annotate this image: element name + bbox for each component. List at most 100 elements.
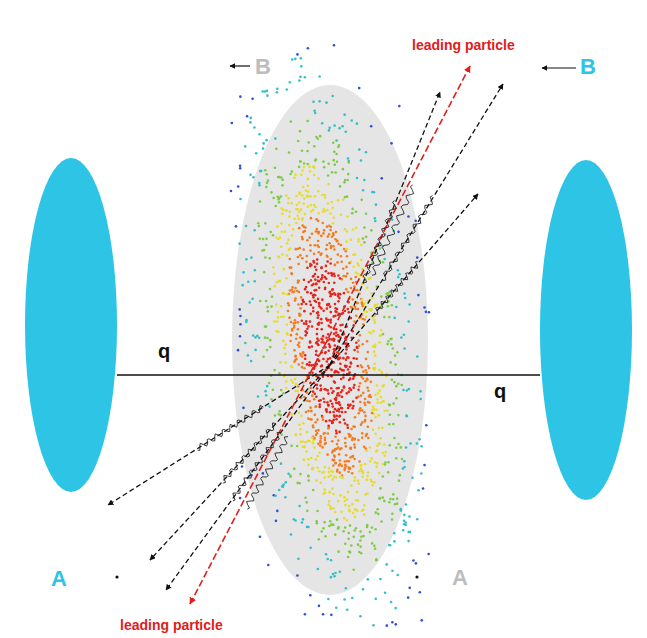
particle-dot <box>280 195 283 198</box>
particle-dot <box>358 87 361 90</box>
particle-dot <box>380 177 383 180</box>
particle-dot <box>298 201 301 204</box>
particle-dot <box>239 164 242 167</box>
particle-dot <box>347 466 350 469</box>
particle-dot <box>374 346 377 349</box>
particle-dot <box>338 127 341 130</box>
label-anchor: B <box>255 55 271 79</box>
particle-dot <box>286 242 289 245</box>
particle-dot <box>326 453 329 456</box>
particle-dot <box>346 498 349 501</box>
particle-dot <box>299 314 302 317</box>
particle-dot <box>366 387 369 390</box>
particle-dot <box>238 242 241 245</box>
particle-dot <box>372 624 375 627</box>
particle-dot <box>299 254 302 257</box>
particle-dot <box>239 315 242 318</box>
particle-dot <box>259 237 262 240</box>
particle-dot <box>297 344 300 347</box>
motion-arrow <box>542 67 576 68</box>
particle-dot <box>337 357 340 360</box>
particle-dot <box>309 249 312 252</box>
particle-dot <box>326 244 329 247</box>
particle-dot <box>312 442 315 445</box>
particle-dot <box>396 497 399 500</box>
particle-dot <box>328 500 331 503</box>
particle-dot <box>318 399 321 402</box>
particle-dot <box>305 260 308 263</box>
particle-dot <box>328 325 331 328</box>
particle-dot <box>370 457 373 460</box>
particle-dot <box>391 518 394 521</box>
particle-dot <box>341 411 344 414</box>
particle-dot <box>264 256 267 259</box>
particle-dot <box>380 401 383 404</box>
particle-dot <box>331 405 334 408</box>
particle-dot <box>373 319 376 322</box>
particle-dot <box>297 263 300 266</box>
particle-dot <box>322 419 325 422</box>
particle-dot <box>306 195 309 198</box>
particle-dot <box>330 387 333 390</box>
particle-dot <box>331 207 334 210</box>
particle-dot <box>239 335 242 338</box>
diagram-label: q <box>158 340 170 362</box>
particle-dot <box>390 142 393 145</box>
particle-dot <box>343 113 346 116</box>
particle-dot <box>325 369 328 372</box>
particle-dot <box>347 356 350 359</box>
particle-dot <box>297 385 300 388</box>
particle-dot <box>355 527 358 530</box>
particle-dot <box>308 361 311 364</box>
particle-dot <box>364 463 367 466</box>
particle-dot <box>333 414 336 417</box>
particle-dot <box>289 340 292 343</box>
particle-dot <box>390 338 393 341</box>
particle-dot <box>311 436 314 439</box>
particle-dot <box>250 360 253 363</box>
particle-dot <box>241 284 244 287</box>
particle-dot <box>370 479 373 482</box>
particle-dot <box>286 332 289 335</box>
particle-dot <box>391 621 394 624</box>
particle-dot <box>316 258 319 261</box>
particle-dot <box>362 588 365 591</box>
particle-dot <box>287 202 290 205</box>
particle-dot <box>353 479 356 482</box>
particle-dot <box>343 418 346 421</box>
particle-dot <box>381 496 384 499</box>
jet-track <box>330 92 440 365</box>
particle-dot <box>331 171 334 174</box>
particle-dot <box>357 439 360 442</box>
particle-dot <box>309 244 312 247</box>
particle-dot <box>351 298 354 301</box>
particle-dot <box>363 241 366 244</box>
particle-dot <box>267 179 270 182</box>
particle-dot <box>345 454 348 457</box>
particle-dot <box>297 328 300 331</box>
particle-dot <box>337 199 340 202</box>
particle-dot <box>284 496 287 499</box>
particle-dot <box>284 230 287 233</box>
particle-dot <box>320 235 323 238</box>
particle-dot <box>299 57 302 60</box>
particle-dot <box>303 279 306 282</box>
particle-dot <box>397 231 400 234</box>
particle-dot <box>337 358 340 361</box>
leading-particle-track <box>190 66 470 604</box>
particle-dot <box>388 403 391 406</box>
particle-dot <box>384 451 387 454</box>
particle-dot <box>397 382 400 385</box>
particle-dot <box>290 445 293 448</box>
particle-dot <box>248 301 251 304</box>
particle-dot <box>419 390 422 393</box>
jet-track <box>150 365 330 560</box>
particle-dot <box>306 332 309 335</box>
particle-dot <box>339 362 342 365</box>
particle-dot <box>264 169 267 172</box>
particle-dot <box>298 227 301 230</box>
particle-dot <box>343 500 346 503</box>
particle-dot <box>348 311 351 314</box>
particle-dot <box>374 354 377 357</box>
particle-dot <box>315 405 318 408</box>
